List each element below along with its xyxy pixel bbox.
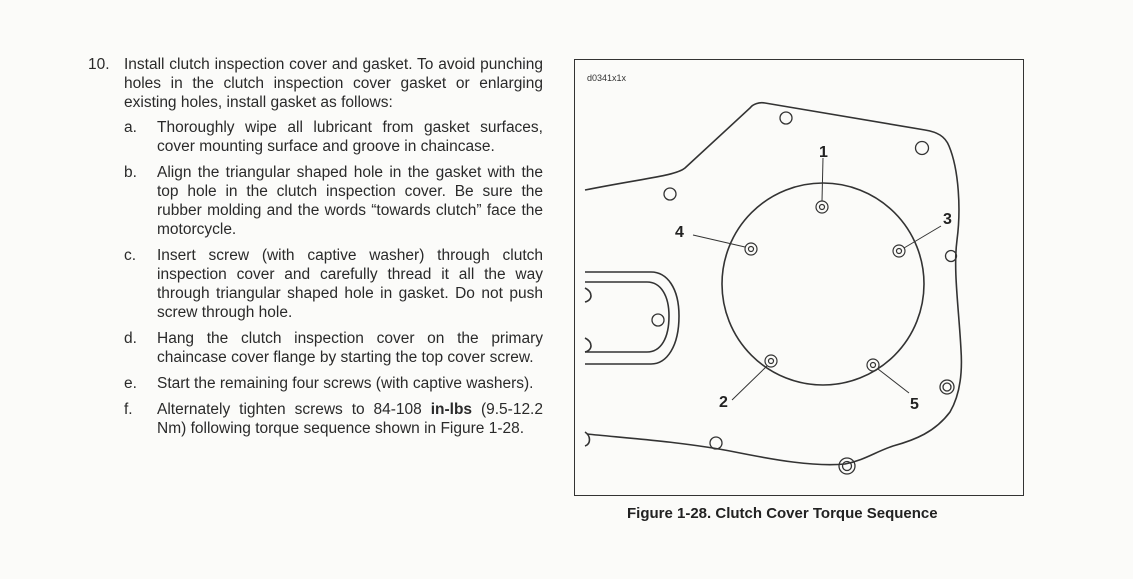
substep-list: a. Thoroughly wipe all lubricant from ga… — [124, 118, 543, 438]
substep-text: Hang the clutch inspection cover on the … — [157, 330, 543, 366]
callout-1: 1 — [819, 144, 828, 161]
leader-lines — [692, 157, 942, 401]
screw-1 — [815, 200, 829, 214]
torque-text: Alternately tighten screws to 84-108 — [157, 401, 431, 418]
substep-a: a. Thoroughly wipe all lubricant from ga… — [124, 118, 543, 156]
screw-2-center — [767, 357, 775, 365]
substep-b: b. Align the triangular shaped hole in t… — [124, 163, 543, 239]
substep-f: f. Alternately tighten screws to 84-108 … — [124, 400, 543, 438]
inner-recess-outer — [585, 271, 680, 365]
callout-5: 5 — [910, 396, 919, 413]
screw-3-center — [895, 247, 903, 255]
hole-bottom-boss-inner — [841, 460, 853, 472]
edge-notch-2 — [584, 337, 592, 353]
screw-1-center — [818, 203, 826, 211]
callout-2: 2 — [719, 394, 728, 411]
leader-2 — [731, 365, 768, 401]
cover-outline-path — [584, 101, 963, 466]
screw-2 — [764, 354, 778, 368]
substep-letter: e. — [124, 375, 137, 392]
screw-4-center — [747, 245, 755, 253]
edge-notch-1 — [584, 287, 592, 303]
substep-text: Alternately tighten screws to 84-108 in-… — [157, 400, 543, 438]
hole-bottom-boss — [838, 457, 856, 475]
cover-screws — [744, 200, 906, 372]
edge-notch-3 — [584, 431, 591, 447]
figure-box: d0341x1x — [574, 59, 1024, 496]
hole-left — [663, 187, 677, 201]
substep-text: Thoroughly wipe all lubricant from gaske… — [157, 119, 543, 155]
screw-5-center — [869, 361, 877, 369]
leader-1 — [821, 157, 824, 202]
substep-letter: f. — [124, 401, 133, 418]
step-number: 10. — [88, 56, 110, 73]
hole-bottom — [709, 436, 723, 450]
hole-bottom-right-inner — [942, 382, 952, 392]
screw-5 — [866, 358, 880, 372]
substep-letter: d. — [124, 330, 137, 347]
leader-5 — [877, 368, 910, 394]
substep-text: Insert screw (with captive washer) throu… — [157, 247, 543, 321]
hole-bottom-right — [939, 379, 955, 395]
substep-letter: b. — [124, 164, 137, 181]
screw-3 — [892, 244, 906, 258]
substep-letter: c. — [124, 247, 137, 264]
clutch-cover-diagram: 1 2 3 4 5 — [584, 101, 963, 475]
screw-4 — [744, 242, 758, 256]
leader-4 — [692, 234, 746, 248]
procedure-text: 10. Install clutch inspection cover and … — [88, 55, 543, 445]
hole-top-right — [914, 140, 930, 156]
substep-c: c. Insert screw (with captive washer) th… — [124, 246, 543, 322]
callout-4: 4 — [675, 224, 684, 241]
hole-recess — [651, 313, 665, 327]
leader-3 — [903, 225, 942, 249]
substep-e: e. Start the remaining four screws (with… — [124, 374, 543, 393]
substep-text: Align the triangular shaped hole in the … — [157, 164, 543, 238]
chaincase-outline — [584, 101, 963, 466]
step-text: Install clutch inspection cover and gask… — [124, 56, 543, 111]
step-10: 10. Install clutch inspection cover and … — [88, 55, 543, 445]
hole-top — [779, 111, 793, 125]
callout-3: 3 — [943, 211, 952, 228]
torque-unit: in-lbs — [430, 401, 473, 418]
inspection-cover — [721, 182, 925, 386]
substep-d: d. Hang the clutch inspection cover on t… — [124, 329, 543, 367]
substep-text: Start the remaining four screws (with ca… — [157, 375, 534, 392]
hole-right — [944, 249, 958, 263]
step-body: Install clutch inspection cover and gask… — [124, 55, 543, 445]
figure-caption: Figure 1-28. Clutch Cover Torque Sequenc… — [627, 505, 938, 522]
figure-id: d0341x1x — [587, 73, 627, 83]
substep-letter: a. — [124, 119, 137, 136]
inner-recess-inner — [585, 281, 670, 353]
torque-text-end: (9.5-12.2 Nm) following torque sequence … — [157, 401, 543, 437]
bolt-holes — [651, 111, 958, 475]
